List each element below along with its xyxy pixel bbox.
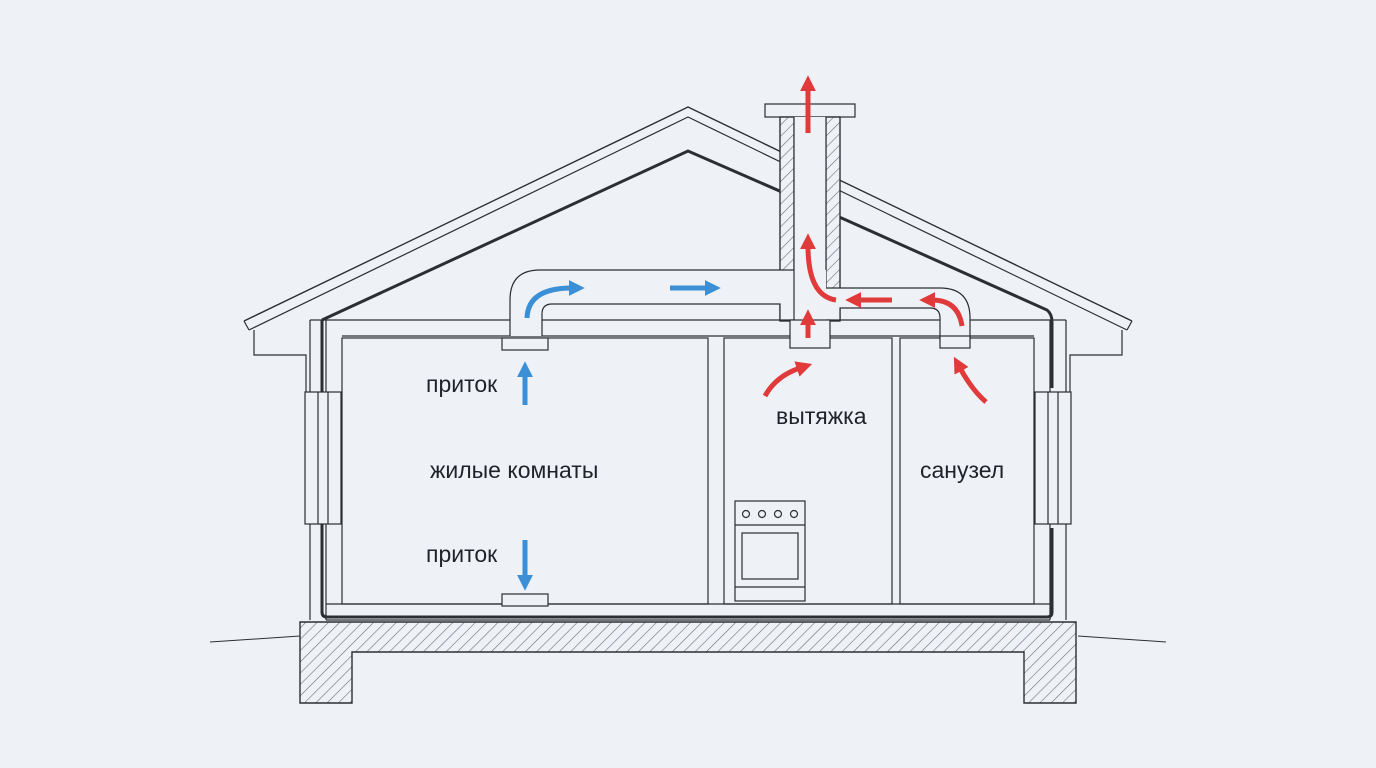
exhaust-stack: [764, 103, 856, 349]
exhaust-label: вытяжка: [776, 403, 867, 429]
stove-icon: [734, 500, 806, 602]
bathroom-label: санузел: [920, 457, 1004, 483]
window-left: [304, 391, 342, 525]
blue-arrow-icon: [524, 280, 585, 319]
wall-insulation: [320, 388, 1054, 619]
exhaust-arrows: [762, 75, 988, 404]
supply-vent-bottom: [501, 593, 549, 607]
red-arrow-icon: [800, 233, 837, 303]
window-right: [1034, 391, 1072, 525]
supply-label-top: приток: [426, 371, 498, 397]
supply-vent-top: [501, 337, 549, 351]
living-rooms-label: жилые комнаты: [430, 457, 598, 483]
foundation: [299, 621, 1077, 704]
supply-arrows: [516, 279, 721, 591]
roof: [243, 106, 1133, 392]
supply-duct: [509, 269, 795, 336]
red-arrow-icon: [919, 292, 965, 327]
ground-line-right: [1077, 635, 1167, 643]
red-arrow-icon: [762, 361, 813, 398]
ground-line-left: [209, 635, 301, 643]
supply-label-bottom: приток: [426, 541, 498, 567]
red-arrow-icon: [953, 356, 988, 404]
